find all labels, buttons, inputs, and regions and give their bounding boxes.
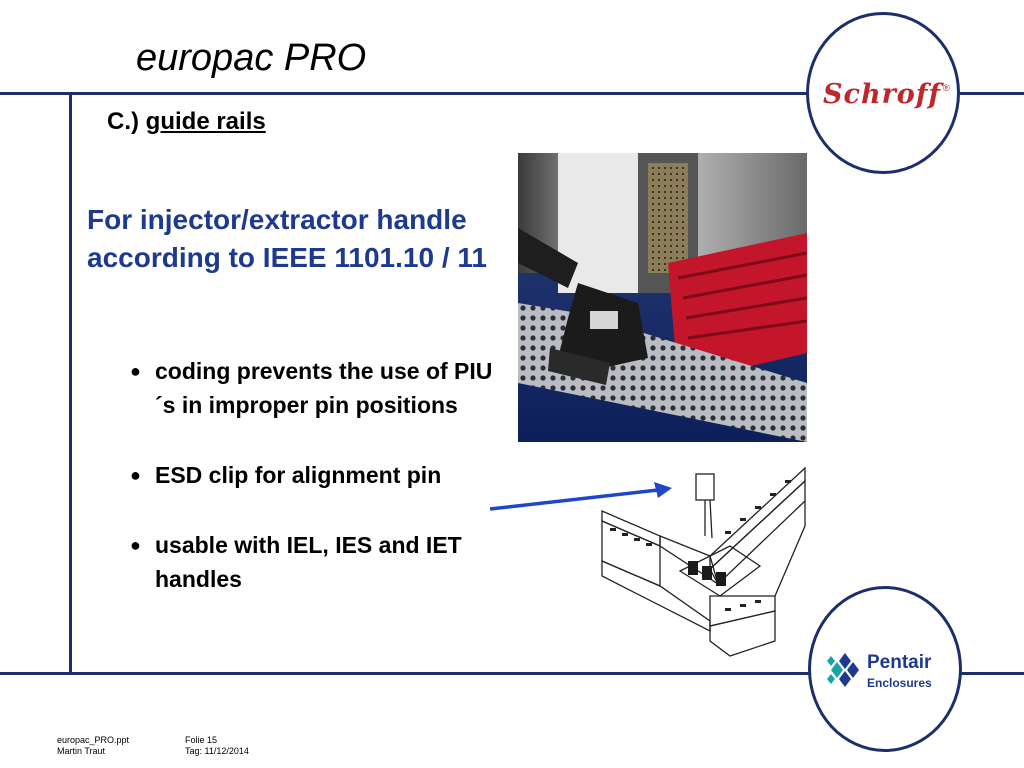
subtitle-underlined: guide rails [145,108,266,135]
schroff-logo: Schroff ® [806,12,960,174]
bottom-rule [0,672,812,675]
bullet-dot-icon: ● [130,361,141,381]
bullet-text: ESD clip for alignment pin [155,462,442,488]
bullet-text: coding prevents the use of PIU´s in impr… [155,358,493,418]
pentair-logo-name: Pentair [867,652,932,673]
bullet-item: ● usable with IEL, IES and IET handles [128,528,498,596]
bullet-item: ● coding prevents the use of PIU´s in imp… [128,354,498,422]
bottom-rule-right [960,672,1024,675]
schroff-logo-text: Schroff [823,79,942,110]
bullet-item: ● ESD clip for alignment pin [128,458,498,492]
footer-slide-number: Folie 15 [185,735,218,745]
section-subtitle: C.) guide rails [107,108,266,136]
registered-mark: ® [943,83,950,93]
footer-file: europac_PRO.ppt [57,735,130,745]
footer-right: Folie 15 Tag: 11/12/2014 [185,735,249,757]
guide-rail-product-photo [518,153,807,442]
top-rule-right [958,92,1024,95]
slide-title: europac PRO [136,37,367,79]
pentair-logo-subname: Enclosures [867,676,932,690]
pentair-diamond-icon [827,653,859,687]
left-vertical-rule [69,95,72,673]
pentair-logo: Pentair Enclosures [808,586,962,752]
footer-date: Tag: 11/12/2014 [185,746,249,756]
subtitle-prefix: C.) [107,108,146,135]
top-rule [0,92,810,95]
feature-heading: For injector/extractor handle according … [87,204,487,273]
guide-rail-line-drawing [600,466,810,664]
feature-bullet-list: ● coding prevents the use of PIU´s in imp… [128,354,498,632]
arrow-right-icon [489,482,672,511]
footer-author: Martin Traut [57,746,106,756]
bullet-dot-icon: ● [130,535,141,555]
bullet-dot-icon: ● [130,465,141,485]
footer-left: europac_PRO.ppt Martin Traut [57,735,129,757]
bullet-text: usable with IEL, IES and IET handles [155,532,462,592]
